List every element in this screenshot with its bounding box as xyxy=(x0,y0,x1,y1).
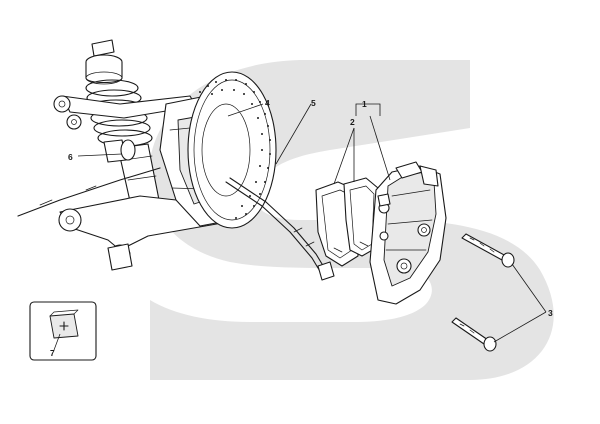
wear-sensor-cable xyxy=(225,177,335,281)
callout-labels: 1 2 3 4 5 6 7 xyxy=(50,98,553,358)
callout-6: 6 xyxy=(68,152,73,162)
callout-7: 7 xyxy=(50,348,55,358)
caliper-bolts xyxy=(451,233,515,352)
callout-4: 4 xyxy=(265,98,270,108)
brake-disc xyxy=(187,71,277,229)
callout-5: 5 xyxy=(311,98,316,108)
brake-pads xyxy=(315,177,379,267)
brake-caliper xyxy=(369,161,447,305)
callout-3: 3 xyxy=(548,308,553,318)
leader-lines xyxy=(53,103,547,351)
callout-2: 2 xyxy=(350,117,355,127)
callout-1: 1 xyxy=(362,99,367,109)
repair-kit-box xyxy=(29,301,97,361)
